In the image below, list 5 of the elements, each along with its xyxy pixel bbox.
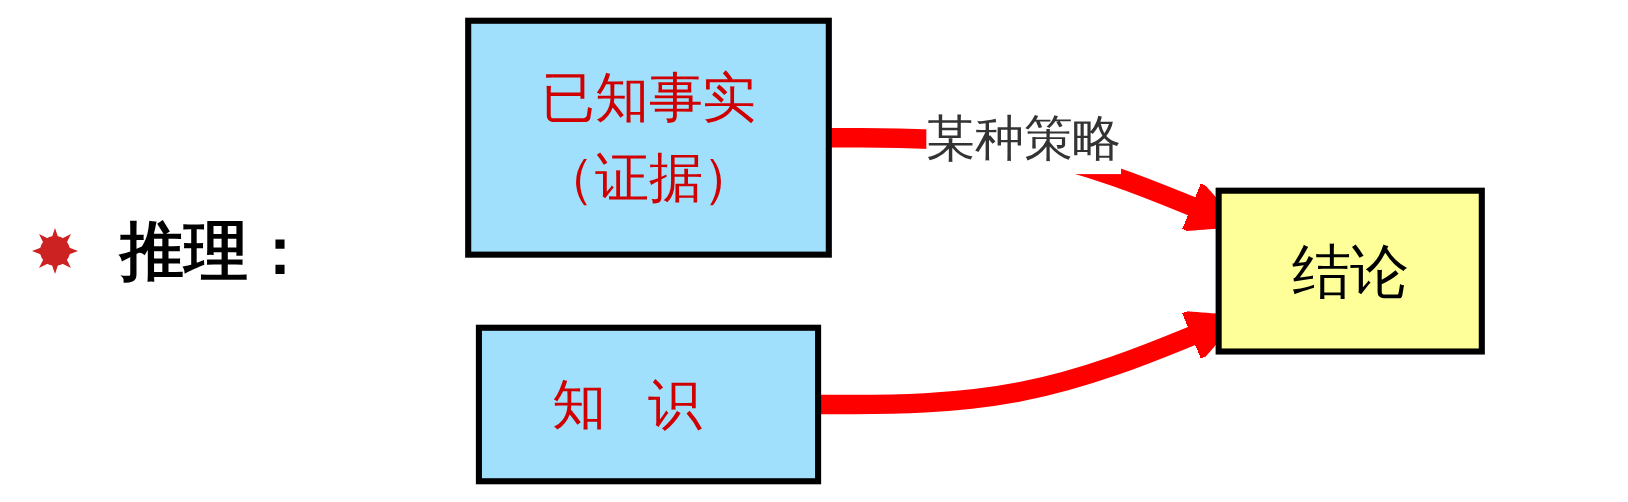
node-box: 知识 (475, 324, 822, 485)
node-box: 已知事实 （证据） (465, 17, 832, 258)
edge-label: 某种策略 (926, 109, 1122, 166)
title: 推理： (120, 212, 312, 290)
node-box: 结论 (1215, 187, 1485, 355)
